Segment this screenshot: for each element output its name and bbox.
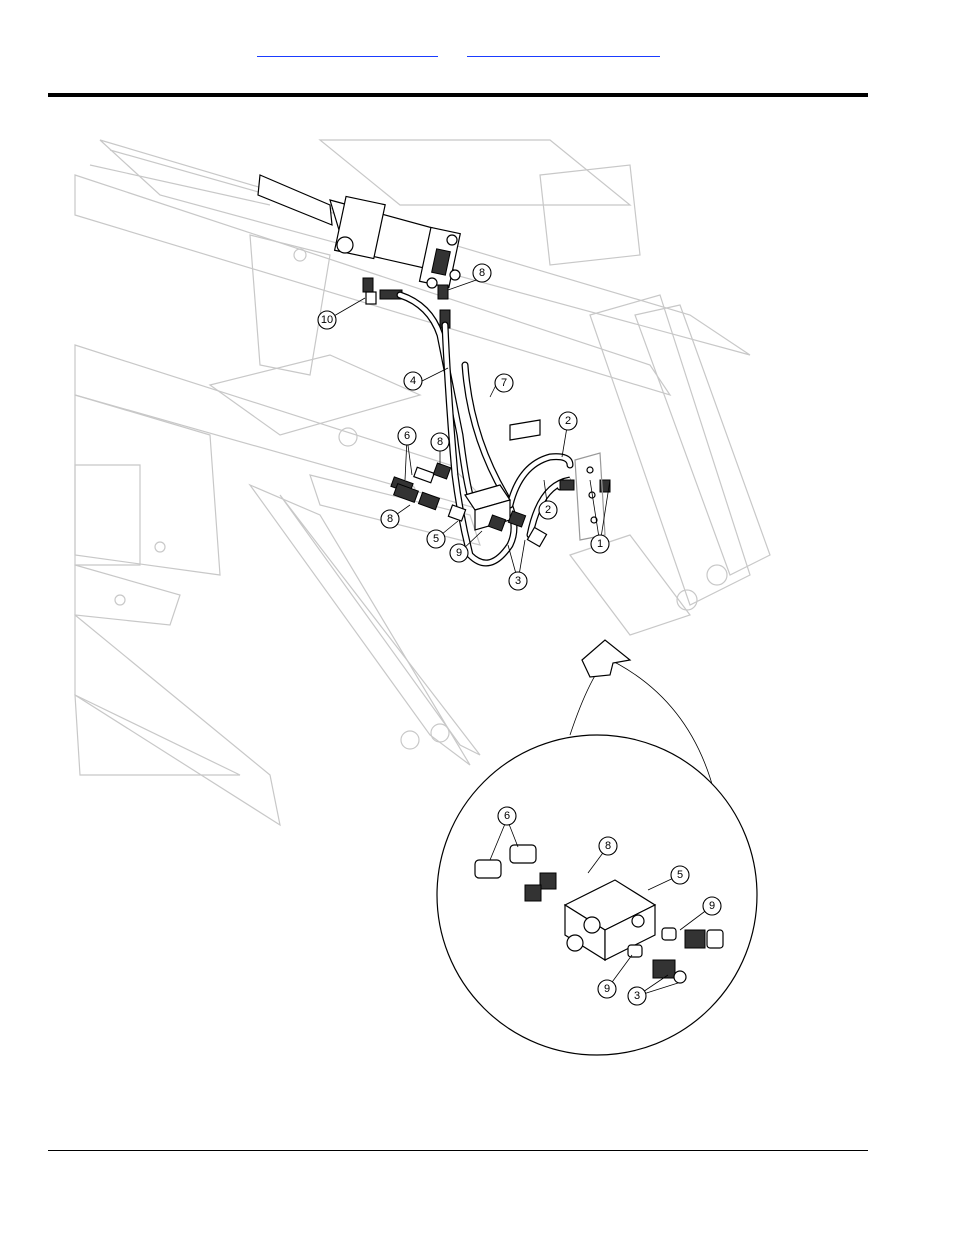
callout-detail-9b: 9 (598, 980, 616, 998)
callout-10: 10 (318, 311, 336, 329)
callout-detail-9a: 9 (703, 897, 721, 915)
svg-text:9: 9 (604, 983, 610, 995)
manifold-assembly (391, 463, 610, 547)
hydraulic-parts-diagram: 1 2 2 3 4 5 6 7 8 8 8 9 10 6 8 5 9 9 3 (70, 135, 790, 1075)
svg-text:8: 8 (605, 840, 611, 852)
svg-text:4: 4 (410, 375, 416, 387)
svg-text:5: 5 (433, 533, 439, 545)
callout-8a: 8 (473, 264, 491, 282)
callout-9: 9 (450, 544, 468, 562)
callout-detail-3: 3 (628, 987, 646, 1005)
callout-8c: 8 (381, 510, 399, 528)
svg-text:6: 6 (504, 810, 510, 822)
svg-text:8: 8 (387, 513, 393, 525)
callout-2a: 2 (559, 412, 577, 430)
callout-7: 7 (495, 374, 513, 392)
svg-text:5: 5 (677, 869, 683, 881)
callout-2b: 2 (539, 501, 557, 519)
svg-text:2: 2 (565, 415, 571, 427)
svg-text:9: 9 (709, 900, 715, 912)
header-link-right[interactable] (467, 40, 660, 57)
svg-text:7: 7 (501, 377, 507, 389)
svg-text:2: 2 (545, 504, 551, 516)
footer-rule (48, 1150, 868, 1151)
callout-1: 1 (591, 535, 609, 553)
svg-text:3: 3 (634, 990, 640, 1002)
svg-text:6: 6 (404, 430, 410, 442)
svg-text:1: 1 (597, 538, 603, 550)
callout-detail-6: 6 (498, 807, 516, 825)
callout-4: 4 (404, 372, 422, 390)
svg-text:10: 10 (321, 314, 333, 326)
callout-8b: 8 (431, 433, 449, 451)
mounting-plate (510, 420, 605, 540)
header-rule (48, 93, 868, 97)
callout-detail-8: 8 (599, 837, 617, 855)
callout-6: 6 (398, 427, 416, 445)
callout-5: 5 (427, 530, 445, 548)
callout-detail-5: 5 (671, 866, 689, 884)
svg-text:8: 8 (437, 436, 443, 448)
hydraulic-cylinder (258, 175, 460, 288)
header-link-left[interactable] (257, 40, 438, 57)
callout-3: 3 (509, 572, 527, 590)
detail-magnified-view (437, 735, 757, 1055)
svg-text:8: 8 (479, 267, 485, 279)
svg-text:9: 9 (456, 547, 462, 559)
svg-text:3: 3 (515, 575, 521, 587)
header-links (0, 40, 920, 60)
